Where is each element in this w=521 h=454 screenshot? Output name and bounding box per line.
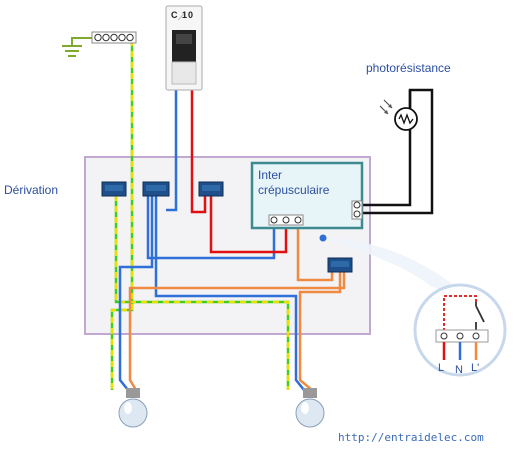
earth-wires [110, 40, 290, 390]
photoresistor-icon [379, 99, 418, 131]
derivation-label: Dérivation [4, 183, 59, 197]
callout-anchor [319, 234, 327, 242]
legend-n: N [455, 364, 463, 376]
photoresistor-wires [360, 88, 434, 215]
twilight-switch-label-line2: crépusculaire [258, 183, 330, 197]
light-bulb-icon [118, 388, 148, 428]
switched-wires [128, 225, 346, 391]
connector-phase [198, 181, 224, 197]
zoom-callout-icon [322, 237, 470, 300]
connector-neutral [142, 181, 170, 197]
neutral-wires [118, 90, 305, 391]
connector-switched [327, 257, 353, 273]
legend-lprime: L' [471, 362, 480, 374]
source-url[interactable]: http://entraidelec.com [338, 431, 484, 444]
connector-earth [101, 181, 127, 197]
earth-icon [62, 37, 92, 57]
phase-wires [190, 90, 288, 254]
switch-icon [435, 295, 489, 360]
terminal-block-icon [91, 31, 137, 44]
circuit-breaker-icon [165, 5, 203, 91]
twilight-switch-terminals [268, 200, 363, 226]
photoresistance-label: photorésistance [366, 61, 451, 75]
twilight-switch-label: Inter crépusculaire [258, 168, 329, 198]
light-bulb-icon [295, 388, 325, 428]
twilight-switch-label-line1: Inter [258, 168, 283, 182]
breaker-rating: C 10 [171, 10, 195, 20]
legend-l: L [438, 362, 445, 374]
